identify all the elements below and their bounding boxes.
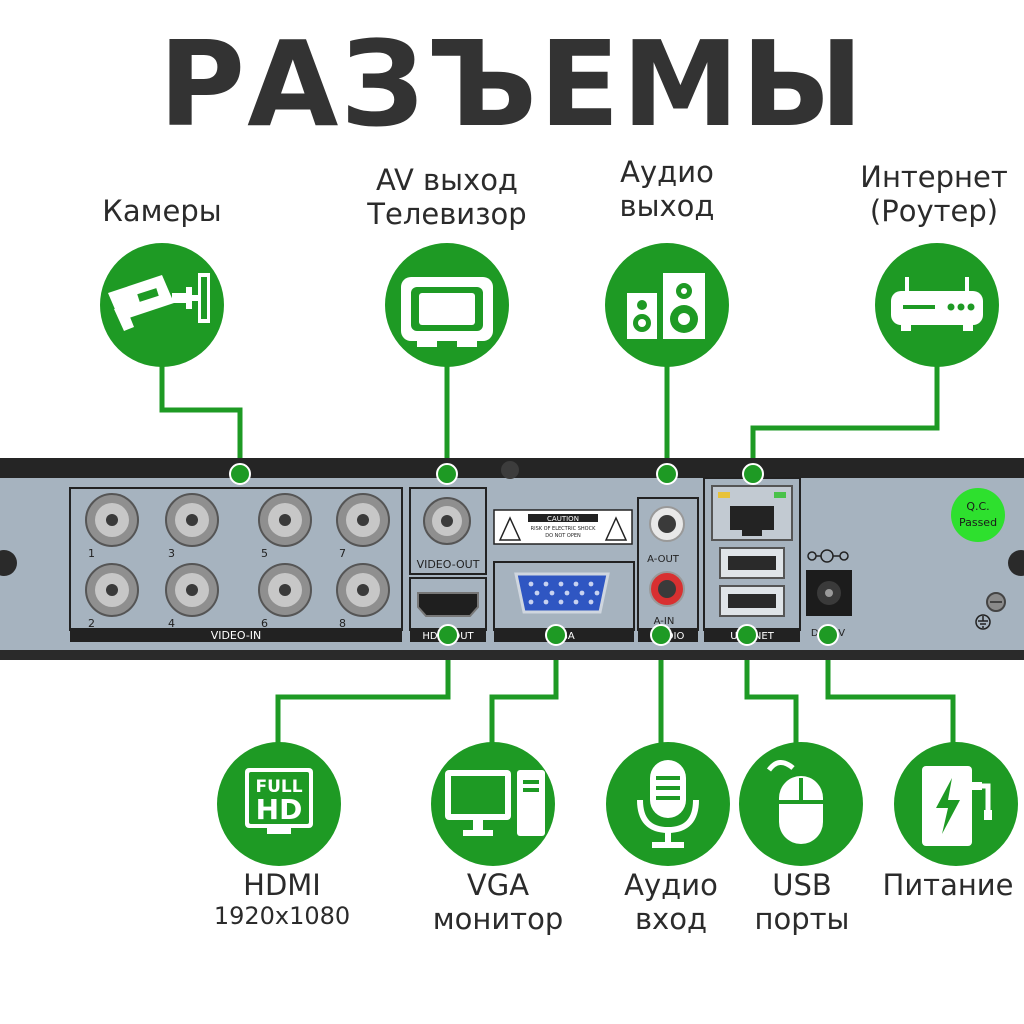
bnc-number: 6 xyxy=(261,617,268,630)
usb-port-2 xyxy=(719,585,785,617)
dc-polarity-symbol xyxy=(807,549,849,563)
label-audio-out: Аудио выход xyxy=(619,155,715,223)
bnc-number: 3 xyxy=(168,547,175,560)
page-title: РАЗЪЕМЫ xyxy=(158,15,866,153)
panel-screw xyxy=(0,550,17,576)
bnc-connectors: 1 3 5 7 2 4 6 8 xyxy=(85,493,390,630)
panel-bottom-edge xyxy=(0,650,1024,660)
audio-in-circle xyxy=(606,742,730,866)
usb-port-1 xyxy=(719,547,785,579)
dot-internet xyxy=(742,463,764,485)
label-av-out: AV выход Телевизор xyxy=(367,163,527,231)
dot-cameras xyxy=(229,463,251,485)
dot-vga xyxy=(545,624,567,646)
monitor-pc-icon xyxy=(445,770,545,836)
ground-screw xyxy=(975,592,1006,630)
microphone-icon xyxy=(637,760,699,848)
video-out-frame xyxy=(409,487,487,575)
tv-icon xyxy=(401,277,493,347)
bnc-connector: 1 xyxy=(85,493,139,560)
bnc-connector: 8 xyxy=(336,563,390,630)
bnc-connector: 7 xyxy=(336,493,390,560)
line-vga xyxy=(489,635,559,749)
dot-power xyxy=(817,624,839,646)
a-out-label: A-OUT xyxy=(647,554,680,565)
full-hd-text-2: HD xyxy=(256,793,303,826)
caution-line1: RISK OF ELECTRIC SHOCK xyxy=(531,526,596,532)
vga-circle xyxy=(431,742,555,866)
bnc-number: 5 xyxy=(261,547,268,560)
bnc-connector: 3 xyxy=(165,493,219,560)
line-hdmi xyxy=(275,635,451,749)
ethernet-port xyxy=(711,485,793,541)
router-icon xyxy=(891,277,983,331)
connector-lines xyxy=(159,349,956,749)
usb-circle xyxy=(739,742,863,866)
bnc-number: 2 xyxy=(88,617,95,630)
video-out-label: VIDEO-OUT xyxy=(417,558,480,571)
connector-dots xyxy=(229,463,839,646)
label-internet: Интернет (Роутер) xyxy=(860,160,1008,228)
line-usb xyxy=(744,635,799,749)
dot-audio-out xyxy=(656,463,678,485)
mouse-icon xyxy=(766,760,823,844)
audio-in-rca xyxy=(649,571,685,607)
video-out-bnc xyxy=(423,497,471,545)
dot-av-out xyxy=(436,463,458,485)
panel-screw xyxy=(501,461,519,479)
bnc-connector: 6 xyxy=(258,563,312,630)
bnc-number: 1 xyxy=(88,547,95,560)
caution-title: CAUTION xyxy=(547,515,579,523)
line-power xyxy=(825,635,956,749)
audio-out-circle xyxy=(605,243,729,367)
bnc-number: 4 xyxy=(168,617,175,630)
line-cameras xyxy=(159,349,243,473)
ground-symbol-icon xyxy=(975,614,991,630)
dc-jack xyxy=(806,570,852,616)
cctv-camera-icon xyxy=(108,273,210,331)
power-adapter-icon xyxy=(922,766,992,850)
hdmi-circle: FULL HD xyxy=(217,742,341,866)
full-hd-icon: FULL HD xyxy=(245,768,313,834)
dot-audio-in xyxy=(650,624,672,646)
label-power: Питание xyxy=(882,868,1014,902)
av-out-circle xyxy=(385,243,509,367)
panel-body xyxy=(0,478,1024,654)
vga-port xyxy=(514,572,610,614)
full-hd-text-1: FULL xyxy=(255,777,302,797)
bnc-connector: 5 xyxy=(258,493,312,560)
hdmi-port xyxy=(417,592,479,617)
bnc-number: 7 xyxy=(339,547,346,560)
speakers-icon xyxy=(627,273,705,343)
video-in-label: VIDEO-IN xyxy=(211,629,262,642)
label-vga: VGA монитор xyxy=(432,868,564,936)
caution-sticker: CAUTION RISK OF ELECTRIC SHOCK DO NOT OP… xyxy=(493,509,633,545)
qc-passed-sticker: Q.C. Passed xyxy=(951,488,1005,542)
line-internet xyxy=(750,349,940,473)
qc-line2: Passed xyxy=(959,516,997,529)
bnc-number: 8 xyxy=(339,617,346,630)
dot-hdmi xyxy=(437,624,459,646)
dot-usb xyxy=(736,624,758,646)
internet-circle xyxy=(875,243,999,367)
label-usb: USB порты xyxy=(754,868,850,936)
audio-out-rca xyxy=(649,506,685,542)
cameras-circle xyxy=(100,243,224,367)
power-circle xyxy=(894,742,1018,866)
caution-line2: DO NOT OPEN xyxy=(545,533,581,539)
bnc-connector: 2 xyxy=(85,563,139,630)
a-in-label: A-IN xyxy=(654,616,675,627)
qc-line1: Q.C. xyxy=(966,500,989,513)
label-audio-in: Аудио вход xyxy=(624,868,718,936)
label-cameras: Камеры xyxy=(102,194,222,228)
video-in-label-bar xyxy=(70,628,402,642)
bnc-connector: 4 xyxy=(165,563,219,630)
label-hdmi: HDMI 1920x1080 xyxy=(213,868,351,930)
panel-screw xyxy=(1008,550,1024,576)
